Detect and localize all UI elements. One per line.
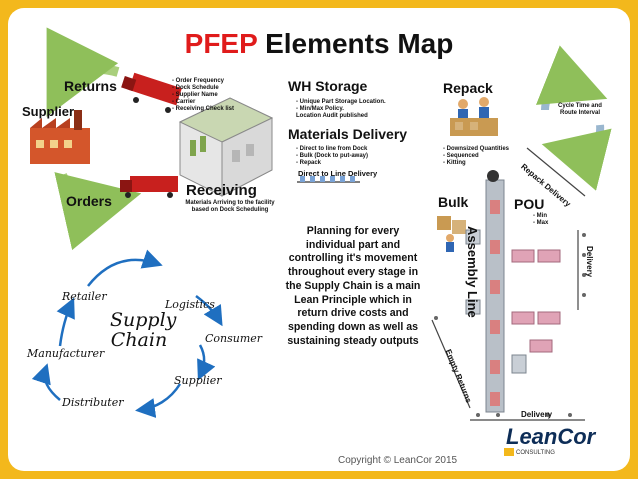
planning-line: spending down as well as — [287, 320, 419, 333]
planning-line: throughout every stage in — [287, 266, 419, 279]
delivery-route-bottom — [470, 413, 585, 421]
pou-title: POU — [514, 196, 545, 212]
planning-line: controlling it's movement — [288, 252, 418, 265]
delivery-right-label: Delivery — [585, 246, 594, 278]
title-part-2: Elements Map — [265, 28, 454, 59]
checklist-item: - Receiving Check list — [172, 106, 235, 112]
copyright-text: Copyright © LeanCor 2015 — [338, 455, 458, 466]
checklist-item: - Order Frequency — [172, 78, 225, 84]
wh-storage-list: - Unique Part Storage Location. - Min/Ma… — [296, 99, 436, 120]
distributer-label: Distributer — [62, 396, 124, 409]
leancor-logo-mark — [504, 448, 514, 456]
truck-bottom-icon — [120, 176, 178, 198]
repack-item: - Downsized Quantities — [443, 146, 510, 152]
manufacturer-label: Manufacturer — [27, 347, 105, 360]
wh-storage-title: WH Storage — [288, 78, 368, 94]
materials-delivery-title: Materials Delivery — [288, 126, 408, 142]
supplier-label: Supplier — [22, 104, 75, 119]
logistics-label: Logistics — [165, 298, 215, 311]
assembly-line-track — [485, 170, 505, 413]
wh-storage-item: - Unique Part Storage Location. — [296, 99, 386, 105]
checklist-item: - Dock Schedule — [172, 85, 219, 91]
supply-chain-word: Chain — [110, 329, 168, 351]
warehouse-icon — [178, 97, 274, 197]
returns-label: Returns — [64, 78, 117, 94]
pou-item: - Max — [533, 220, 549, 226]
wh-storage-item: Location Audit published — [296, 113, 368, 119]
cycle-time-arrows — [535, 45, 612, 191]
repack-item: - Sequenced — [443, 153, 479, 159]
planning-line: the Supply Chain is a main — [285, 279, 421, 292]
wh-storage-item: - Min/Max Policy. — [296, 106, 344, 112]
supply-chain-center: Supply Chain — [110, 309, 177, 351]
receiving-checklist: - Order Frequency - Dock Schedule - Supp… — [172, 78, 272, 113]
cycle-time-label: Cycle Time and Route Interval — [558, 103, 602, 116]
consumer-label: Consumer — [205, 332, 263, 345]
truck-top-icon — [121, 72, 182, 113]
planning-line: sustaining steady outputs — [287, 334, 419, 347]
leancor-logo-sub: CONSULTING — [516, 450, 555, 456]
materials-delivery-item: - Repack — [296, 160, 322, 166]
assembly-line-label: Assembly Line — [465, 226, 480, 318]
delivery-route-right — [577, 230, 586, 310]
delivery-bottom-label: Delivery — [521, 410, 553, 419]
empty-returns-route — [431, 316, 471, 409]
leancor-logo: LeanCor — [506, 424, 596, 449]
planning-paragraph: Planning for every individual part and c… — [280, 225, 426, 348]
materials-delivery-item: - Bulk (Dock to put-away) — [296, 153, 369, 159]
materials-delivery-item: - Direct to line from Dock — [296, 146, 368, 152]
checklist-item: - Supplier Name — [172, 92, 218, 98]
repack-list: - Downsized Quantities - Sequenced - Kit… — [443, 146, 543, 167]
receiving-label: Receiving — [186, 182, 257, 199]
bulk-workers-icon — [437, 216, 466, 252]
materials-delivery-list: - Direct to line from Dock - Bulk (Dock … — [296, 146, 436, 167]
supply-chain-cycle-arrows — [31, 249, 223, 418]
orders-label: Orders — [66, 193, 112, 209]
retailer-label: Retailer — [62, 290, 107, 303]
supplier-chain-label: Supplier — [174, 374, 222, 387]
checklist-item: - Carrier — [172, 99, 196, 105]
supply-chain-word: Supply — [110, 309, 177, 331]
wh-shelf-icon — [297, 176, 360, 183]
repack-title: Repack — [443, 80, 493, 96]
page-title: PFEP Elements Map — [0, 28, 638, 60]
bulk-title: Bulk — [438, 194, 469, 210]
planning-line: return drive costs and — [297, 307, 409, 320]
pou-racks-icon — [465, 229, 561, 374]
planning-line: Lean Principle which in — [294, 293, 412, 306]
repack-delivery-route — [526, 147, 586, 197]
factory-icon — [30, 110, 90, 164]
planning-line: Planning for every — [306, 225, 400, 237]
planning-line: individual part and — [305, 238, 401, 251]
pou-list: - Min - Max — [533, 213, 563, 227]
repack-workers-icon — [450, 97, 498, 136]
title-part-1: PFEP — [184, 28, 258, 59]
pou-item: - Min — [533, 213, 547, 219]
returns-cycle-arrow — [46, 27, 142, 251]
repack-item: - Kitting — [443, 160, 466, 166]
receiving-note: Materials Arriving to the facility based… — [185, 200, 275, 213]
direct-line-delivery-label: Direct to Line Delivery — [298, 169, 378, 178]
